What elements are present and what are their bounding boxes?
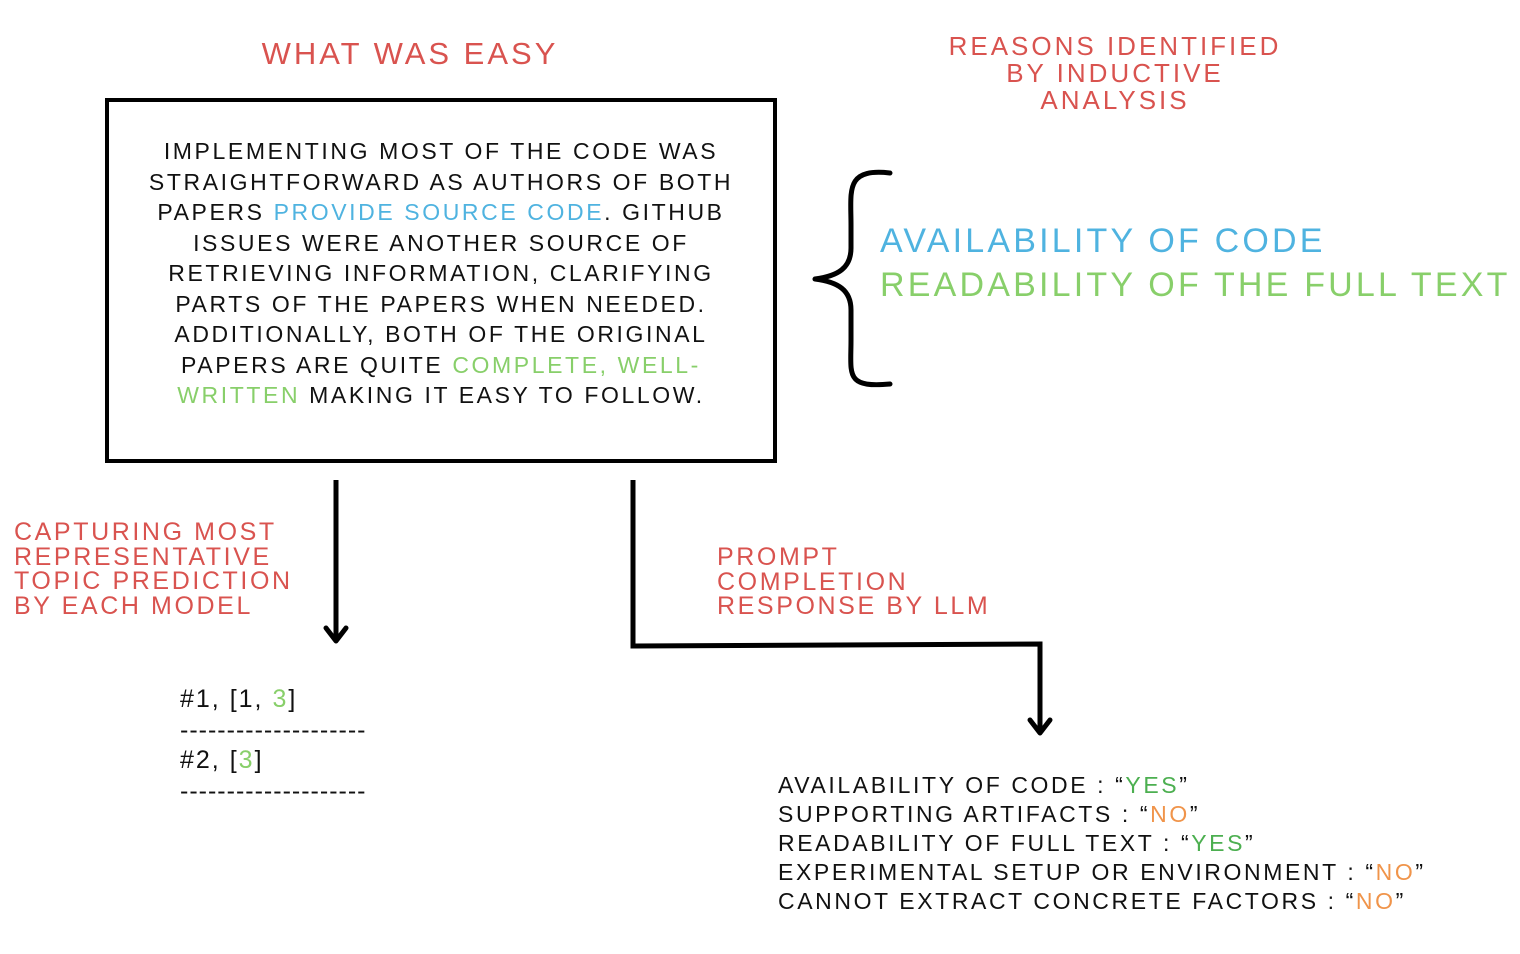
quote-segment-3: . GITHUB ISSUES WERE ANOTHER SOURCE OF R… [168, 199, 725, 378]
llm-item-5-value: NO [1355, 888, 1396, 914]
reason-availability-of-code: AVAILABILITY OF CODE [880, 222, 1326, 260]
llm-item-2-key: SUPPORTING ARTIFACTS : “ [778, 801, 1151, 827]
curly-brace [812, 169, 893, 388]
topic-label-line-1: CAPTURING MOST [14, 518, 277, 546]
reasons-title-line-1: REASONS IDENTIFIED [948, 31, 1282, 61]
llm-item-5-key: CANNOT EXTRACT CONCRETE FACTORS : “ [778, 888, 1356, 914]
llm-item-1-key: AVAILABILITY OF CODE : “ [778, 772, 1126, 798]
right-elbow-connector [630, 480, 1043, 732]
reasons-title-line-3: ANALYSIS [1040, 85, 1190, 115]
reason-readability-of-full-text: READABILITY OF THE FULL TEXT [880, 266, 1511, 304]
topic-label-line-2: REPRESENTATIVE [14, 542, 272, 571]
quote-text: IMPLEMENTING MOST OF THE CODE WAS STRAIG… [123, 136, 759, 411]
llm-item-4-key: EXPERIMENTAL SETUP OR ENVIRONMENT : “ [778, 859, 1376, 885]
what-was-easy-title: WHAT WAS EASY [261, 36, 559, 71]
topic-item-1-prefix: #1, [1, [180, 685, 273, 713]
llm-response-label: PROMPT COMPLETION RESPONSE BY LLM [717, 545, 990, 619]
topic-separator-1: -------------------- [180, 715, 367, 744]
llm-item-3-value: YES [1191, 830, 1246, 856]
llm-response-list: AVAILABILITY OF CODE : “YES” SUPPORTING … [778, 771, 1426, 916]
llm-item-2-value: NO [1150, 801, 1190, 827]
llm-item-1-close: ” [1179, 772, 1190, 798]
llm-item-experimental: EXPERIMENTAL SETUP OR ENVIRONMENT : “NO” [778, 858, 1426, 887]
topic-item-1-highlight: 3 [272, 685, 289, 713]
topic-label-line-4: BY EACH MODEL [14, 591, 253, 620]
topic-item-1: #1, [1, 3] [180, 684, 367, 715]
quote-segment-well-written: COMPLETE, WELL-WRITTEN [177, 351, 701, 409]
llm-item-readability: READABILITY OF FULL TEXT : “YES” [778, 829, 1426, 858]
llm-item-cannot-extract: CANNOT EXTRACT CONCRETE FACTORS : “NO” [778, 887, 1426, 916]
quote-segment-5: MAKING IT EASY TO FOLLOW. [300, 382, 705, 408]
topic-item-1-suffix: ] [288, 685, 298, 713]
left-arrow-head [323, 625, 349, 644]
llm-item-5-close: ” [1395, 888, 1406, 914]
llm-label-line-1: PROMPT [717, 543, 840, 571]
topic-prediction-label: CAPTURING MOST REPRESENTATIVE TOPIC PRED… [14, 520, 293, 618]
reasons-title-line-2: BY INDUCTIVE [1006, 58, 1224, 88]
quote-segment-source-code: PROVIDE SOURCE CODE [273, 199, 605, 225]
topic-label-line-3: TOPIC PREDICTION [14, 567, 293, 595]
topic-item-2-prefix: #2, [ [180, 746, 239, 774]
llm-item-3-close: ” [1245, 830, 1256, 856]
llm-item-supporting: SUPPORTING ARTIFACTS : “NO” [778, 800, 1426, 829]
llm-label-line-2: COMPLETION [717, 567, 909, 596]
llm-item-1-value: YES [1125, 772, 1180, 798]
llm-item-4-close: ” [1415, 859, 1426, 885]
quote-box: IMPLEMENTING MOST OF THE CODE WAS STRAIG… [105, 98, 777, 463]
llm-item-4-value: NO [1375, 859, 1416, 885]
right-arrow-head [1027, 717, 1053, 736]
llm-item-3-key: READABILITY OF FULL TEXT : “ [778, 830, 1192, 856]
topic-prediction-list: #1, [1, 3] -------------------- #2, [3] … [180, 684, 367, 806]
topic-item-2-suffix: ] [254, 746, 264, 774]
topic-item-2: #2, [3] [180, 745, 367, 776]
quote-segment-1: IMPLEMENTING MOST OF THE CODE WAS STRAIG… [148, 138, 734, 225]
llm-item-2-close: ” [1189, 801, 1201, 827]
reasons-title: REASONS IDENTIFIED BY INDUCTIVE ANALYSIS [915, 33, 1315, 114]
llm-item-availability: AVAILABILITY OF CODE : “YES” [778, 771, 1426, 800]
llm-label-line-3: RESPONSE BY LLM [717, 592, 991, 620]
topic-item-2-highlight: 3 [238, 746, 255, 774]
topic-separator-2: -------------------- [180, 776, 367, 805]
